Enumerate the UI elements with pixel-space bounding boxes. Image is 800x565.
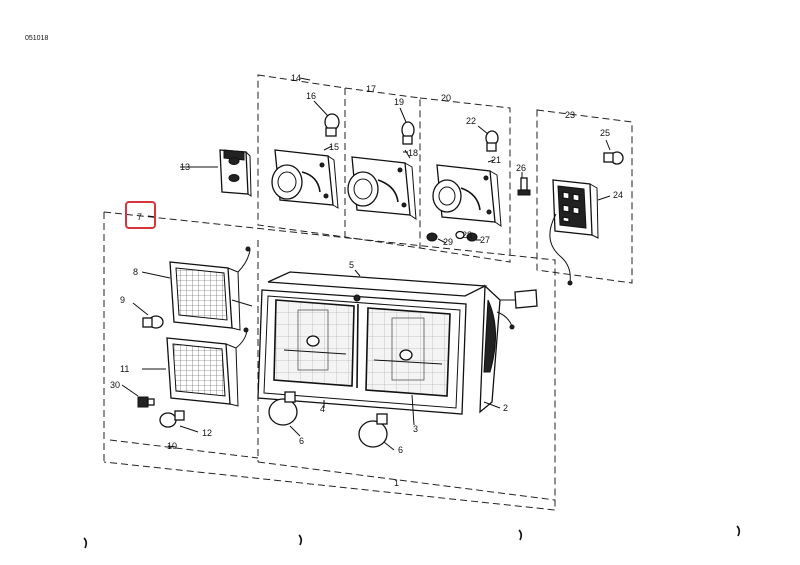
- callout-12: 12: [202, 428, 212, 438]
- headlamp-bulb-6-right: [358, 413, 395, 451]
- callout-2: 2: [503, 403, 508, 413]
- callout-22: 22: [466, 116, 476, 126]
- callout-6b: 6: [398, 445, 403, 455]
- callout-5: 5: [349, 260, 354, 270]
- callout-11: 11: [120, 364, 129, 374]
- callout-28: 28: [462, 230, 472, 240]
- callout-15: 15: [329, 142, 339, 152]
- callout-25: 25: [600, 128, 610, 138]
- screw-26: [517, 177, 531, 196]
- bulb-9: [132, 302, 164, 329]
- callout-13: 13: [180, 162, 190, 172]
- connector-plug-part: [219, 149, 252, 197]
- callout-6a: 6: [299, 436, 304, 446]
- callout-21: 21: [491, 155, 501, 165]
- drawing-code: 051018: [25, 35, 48, 42]
- headlamp-bulb-6-left: [268, 391, 301, 437]
- callout-7: 7: [137, 212, 142, 222]
- callout-4: 4: [320, 404, 325, 414]
- callout-26: 26: [516, 163, 526, 173]
- headlamp-unit-5: [257, 271, 538, 415]
- plate-lamp-24: [549, 179, 599, 286]
- screw-30: [137, 396, 155, 408]
- callout-24: 24: [613, 190, 623, 200]
- side-lamp-housing-21: [432, 164, 502, 227]
- callout-16: 16: [306, 91, 316, 101]
- callout-30: 30: [110, 380, 120, 390]
- bulb-19: [399, 107, 415, 159]
- indicator-lamp-8: [169, 246, 253, 331]
- scan-marks: [83, 525, 741, 549]
- bulb-22: [477, 125, 499, 152]
- indicator-lamp-11: [166, 327, 249, 407]
- callout-17: 17: [366, 84, 376, 94]
- callout-10: 10: [167, 441, 177, 451]
- callout-8: 8: [133, 267, 138, 277]
- callout-18: 18: [408, 148, 418, 158]
- bulb-16: [313, 100, 340, 137]
- group-outlines: [103, 74, 633, 511]
- callout-14: 14: [291, 73, 301, 83]
- bulb-12: [159, 410, 199, 433]
- callout-3: 3: [413, 424, 418, 434]
- callout-20: 20: [441, 93, 451, 103]
- callout-labels: 14 17 20 23 16 19 22 25 13 15 18 21 26 2…: [110, 73, 623, 488]
- side-lamp-housing-15: [271, 149, 339, 209]
- highlight-box-callout-7: [125, 201, 156, 229]
- callout-9: 9: [120, 295, 125, 305]
- callout-27: 27: [480, 235, 490, 245]
- nuts-washers: [426, 230, 481, 244]
- callout-29: 29: [443, 237, 453, 247]
- callout-19: 19: [394, 97, 404, 107]
- bulb-25: [603, 139, 624, 165]
- callout-1: 1: [394, 478, 399, 488]
- leader-lines: [121, 77, 611, 448]
- callout-23: 23: [565, 110, 575, 120]
- side-lamp-housing-18: [347, 156, 417, 220]
